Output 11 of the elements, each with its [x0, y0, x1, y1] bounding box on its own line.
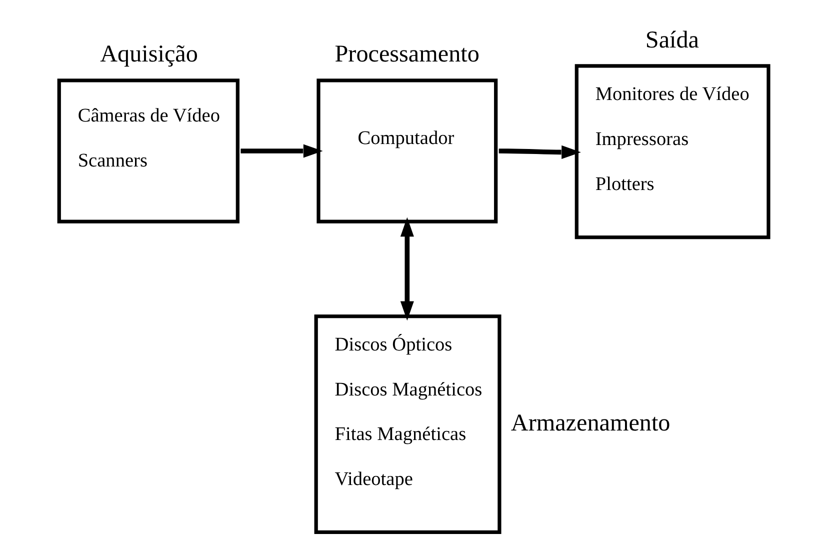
- node-label: Saída: [644, 27, 699, 54]
- node-box: Monitores de Vídeo Impressoras Plotters: [574, 64, 770, 240]
- node-box: Discos Ópticos Discos Magnéticos Fitas Magnéticas Videotape: [314, 314, 501, 534]
- node-box: Computador: [316, 78, 498, 224]
- node-label: Aquisição: [100, 42, 198, 68]
- node-box: Câmeras de Vídeo Scanners: [56, 78, 239, 224]
- arrow: [498, 145, 580, 159]
- arrow: [400, 217, 414, 321]
- node-label: Processamento: [334, 42, 479, 68]
- node-label: Armazenamento: [510, 410, 670, 436]
- arrow: [240, 144, 322, 158]
